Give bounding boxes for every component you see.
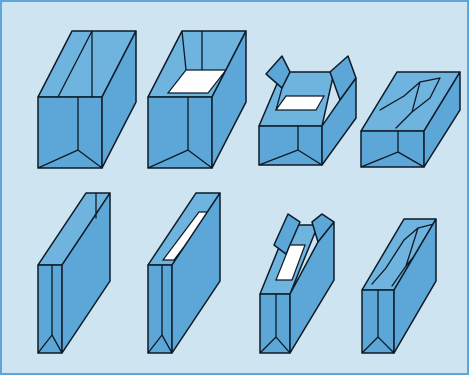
box-folding-diagram: [0, 0, 471, 377]
figure-panel: [0, 0, 471, 377]
